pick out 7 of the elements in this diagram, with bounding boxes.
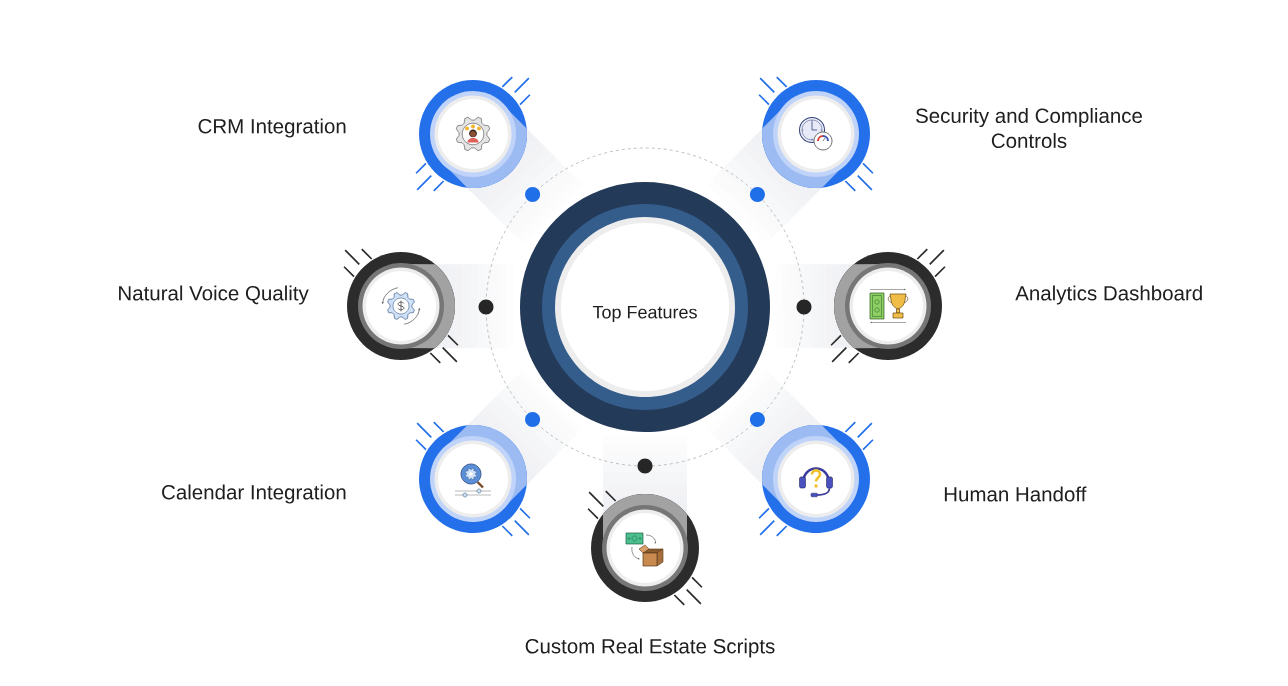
feature-label: Custom Real Estate Scripts bbox=[525, 638, 775, 658]
feature-label: Analytics Dashboard bbox=[1015, 285, 1202, 305]
feature-label: Calendar Integration bbox=[162, 484, 346, 504]
feature-label: CRM Integration bbox=[198, 118, 346, 138]
feature-label: Human Handoff bbox=[944, 486, 1087, 502]
feature-label: Security and Compliance Controls bbox=[916, 107, 1142, 149]
feature-label: Natural Voice Quality bbox=[119, 285, 309, 305]
